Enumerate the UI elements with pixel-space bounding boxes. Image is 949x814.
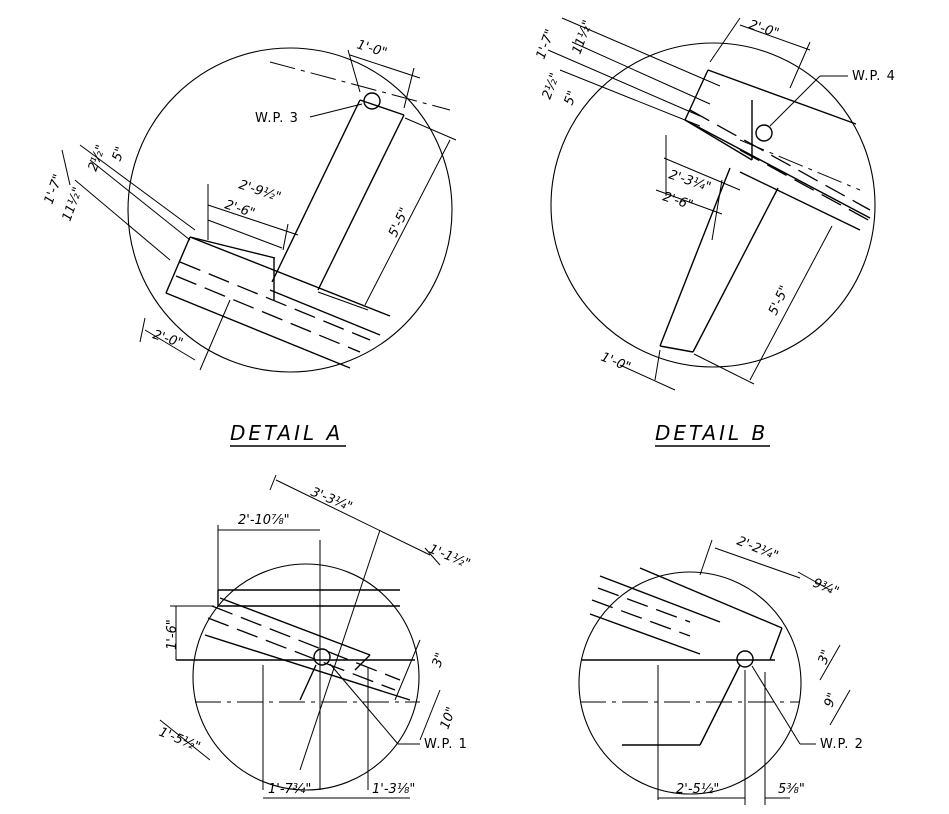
detail-c-members: [176, 529, 420, 790]
detail-d: 2'-2¼" 9¾" 3" 9" 2'-5½" 5⅜" W.P. 2: [578, 534, 864, 805]
detail-d-work-point-circle: [736, 650, 754, 668]
detail-c-dim-left-vert: 1'-6": [165, 619, 180, 650]
detail-a-vertical-member: [271, 99, 405, 291]
detail-b-boundary-circle: [550, 42, 876, 368]
detail-d-dim-bottom-right: 5⅜": [778, 782, 805, 797]
detail-d-dim-top: 2'-2¼": [735, 534, 781, 564]
detail-c-dim-bottom-mid: 1'-7¾": [268, 782, 311, 797]
detail-c: 3'-3¼" 2'-10⅞" 1'-1½" 1'-6" 3" 10" 1'-5½…: [157, 474, 473, 799]
detail-a-work-point-circle: [363, 92, 381, 110]
detail-b-vertical-member: [659, 167, 779, 353]
detail-c-dim-right-3: 3": [430, 651, 449, 670]
detail-d-dim-right-3: 3": [816, 648, 835, 667]
detail-c-work-point-label: W.P. 1: [424, 737, 468, 752]
detail-b-dim-left-4: 5": [562, 89, 581, 108]
detail-a-boundary-circle: [127, 47, 453, 373]
detail-c-dim-right-10: 10": [438, 705, 460, 731]
detail-a: 1'-0" 5'-5" 2'-9½" 2'-6" 2'-0" 1'-7" 11½…: [42, 37, 457, 447]
detail-d-boundary-circle: [578, 571, 802, 795]
detail-a-work-point-label: W.P. 3: [255, 111, 299, 126]
detail-b: 2'-0" 1'-7" 11½" 2½" 5" 2'-3¼" 2'-6" 5'-…: [534, 17, 896, 447]
detail-b-title: DETAIL B: [655, 421, 768, 445]
detail-b-dim-overall: 2'-3¼": [667, 168, 713, 196]
detail-a-dim-left-4: 5": [110, 145, 129, 164]
detail-a-dim-inner: 2'-6": [223, 198, 257, 222]
detail-b-work-point-label: W.P. 4: [852, 69, 896, 84]
detail-a-dimension-lines: [61, 49, 457, 371]
detail-b-dim-top-width: 2'-0": [747, 18, 781, 42]
detail-b-dimension-lines: [547, 17, 833, 391]
detail-d-dim-right-top: 9¾": [811, 576, 842, 600]
detail-a-chord-member: [165, 236, 391, 369]
detail-b-dim-left-1: 1'-7": [534, 27, 559, 61]
detail-b-dim-bottom-width: 1'-0": [599, 350, 633, 375]
detail-a-dim-overall: 2'-9½": [237, 178, 283, 206]
detail-c-work-point-leader: [329, 663, 399, 745]
detail-b-work-point-leader: [769, 75, 821, 127]
detail-d-work-point-leader: [751, 665, 801, 745]
detail-a-work-point-leader: [309, 103, 363, 118]
detail-b-dim-vert-length: 5'-5": [766, 283, 793, 317]
detail-c-dim-top-long: 3'-3¼": [309, 485, 355, 515]
detail-a-dim-bottom-width: 2'-0": [151, 328, 185, 352]
detail-c-dim-bottom-right: 1'-3⅛": [372, 782, 415, 797]
detail-d-dimension-lines: [658, 539, 851, 799]
detail-c-work-point-circle: [313, 648, 331, 666]
detail-a-dim-left-1: 1'-7": [42, 172, 67, 206]
detail-c-dim-bottom-left: 1'-5½": [157, 725, 203, 755]
detail-c-dim-right-top: 1'-1½": [427, 542, 473, 572]
detail-d-dim-right-9: 9": [822, 691, 841, 710]
detail-b-work-point-circle: [755, 124, 773, 142]
detail-a-dim-vert-length: 5'-5": [386, 205, 413, 239]
detail-a-dim-left-2: 11½": [60, 185, 86, 223]
detail-c-boundary-circle: [192, 563, 420, 791]
detail-d-members: [580, 567, 800, 805]
detail-a-title: DETAIL A: [230, 421, 343, 445]
detail-b-chord-member: [684, 69, 873, 231]
detail-c-dimension-lines: [159, 474, 441, 799]
detail-b-dim-left-3: 2½": [540, 71, 563, 101]
detail-d-work-point-label: W.P. 2: [820, 737, 864, 752]
detail-c-dim-top-short: 2'-10⅞": [238, 513, 290, 528]
detail-a-dim-top-width: 1'-0": [355, 37, 389, 60]
detail-b-dim-inner: 2'-6": [661, 190, 695, 214]
detail-d-dim-bottom-left: 2'-5½": [676, 782, 719, 797]
detail-a-dim-left-3: 2½": [86, 143, 109, 173]
detail-a-centerline: [269, 61, 451, 111]
